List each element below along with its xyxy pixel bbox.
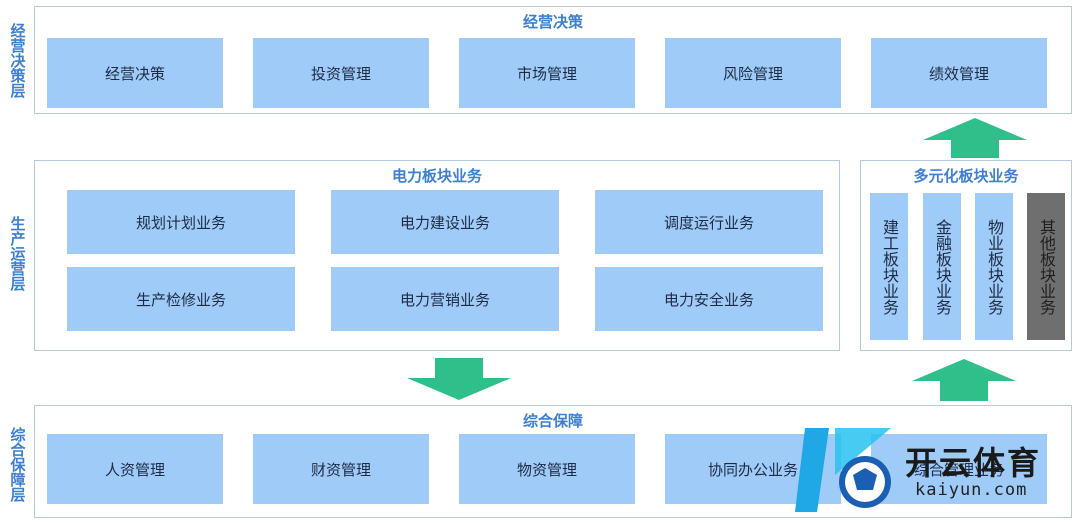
diversified-item: 金融板块业务 [923, 193, 961, 340]
decision-item: 市场管理 [459, 38, 635, 108]
k-logo-icon [795, 428, 891, 512]
diversified-item: 建工板块业务 [870, 193, 908, 340]
power-panel: 电力板块业务 规划计划业务 电力建设业务 调度运行业务 生产检修业务 电力营销业… [34, 160, 840, 351]
power-item: 调度运行业务 [595, 190, 823, 254]
power-item: 电力营销业务 [331, 267, 559, 331]
decision-item: 投资管理 [253, 38, 429, 108]
up-arrow-icon [912, 359, 1016, 401]
power-item: 规划计划业务 [67, 190, 295, 254]
decision-item: 经营决策 [47, 38, 223, 108]
layer-label-production: 生产运营层 [8, 215, 27, 291]
decision-item: 风险管理 [665, 38, 841, 108]
power-item: 生产检修业务 [67, 267, 295, 331]
support-item: 物资管理 [459, 434, 635, 504]
decision-panel-title: 经营决策 [522, 13, 583, 31]
watermark-en-text: kaiyun.com [915, 480, 1028, 500]
layer-label-decision: 经营决策层 [8, 22, 27, 98]
diversified-panel: 多元化板块业务 建工板块业务 金融板块业务 物业板块业务 其他板块业务 [860, 160, 1072, 351]
power-panel-title: 电力板块业务 [391, 167, 482, 185]
support-panel-title: 综合保障 [522, 412, 583, 430]
watermark: 开云体育 kaiyun.com [795, 420, 1075, 520]
diversified-panel-title: 多元化板块业务 [913, 167, 1019, 185]
diversified-item: 物业板块业务 [975, 193, 1013, 340]
power-item: 电力安全业务 [595, 267, 823, 331]
down-arrow-icon [407, 358, 511, 400]
decision-panel: 经营决策 经营决策 投资管理 市场管理 风险管理 绩效管理 [34, 6, 1072, 114]
power-item: 电力建设业务 [331, 190, 559, 254]
support-item: 综合管理业务 [871, 434, 1047, 504]
support-item: 人资管理 [47, 434, 223, 504]
support-item: 财资管理 [253, 434, 429, 504]
decision-item: 绩效管理 [871, 38, 1047, 108]
layer-label-support: 综合保障层 [8, 426, 27, 502]
diversified-item-other: 其他板块业务 [1027, 193, 1065, 340]
watermark-cn-text: 开云体育 [905, 444, 1042, 482]
up-arrow-icon [923, 118, 1027, 158]
